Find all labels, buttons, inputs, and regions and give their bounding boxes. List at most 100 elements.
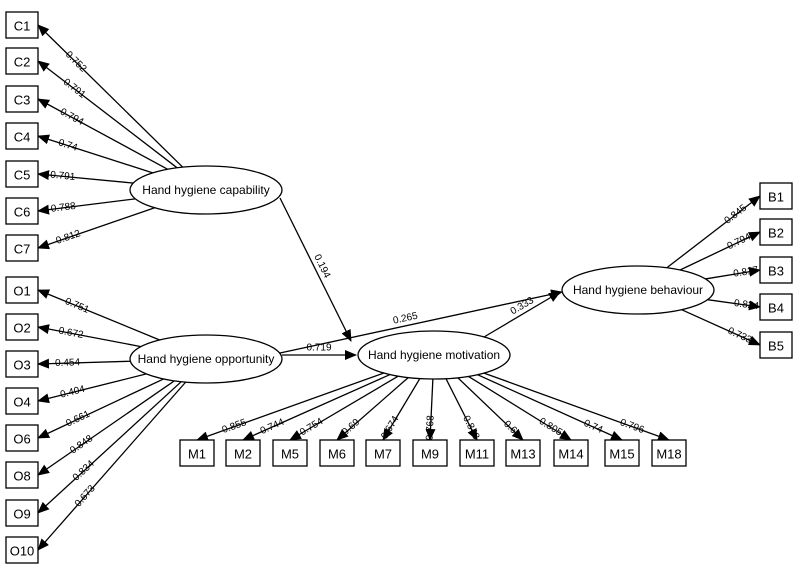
indicator-box-m1 (179, 439, 215, 467)
indicator-label-o8: O8 (13, 469, 30, 484)
indicator-label-m9: M9 (421, 447, 439, 462)
loading-arrow-b1 (666, 195, 761, 269)
loading-arrow-c2 (37, 60, 178, 169)
indicator-b3: B3 (759, 256, 793, 284)
indicator-b5: B5 (759, 331, 793, 359)
loading-arrow-b4 (707, 299, 761, 311)
latent-behaviour-label: Hand hygiene behaviour (573, 283, 703, 297)
loading-arrow-m18 (483, 372, 670, 441)
indicator-o8: O8 (5, 461, 39, 489)
indicator-o10: O10 (5, 536, 39, 564)
loading-arrow-o1 (37, 289, 160, 341)
loading-arrow-o10 (37, 381, 187, 551)
indicator-b2: B2 (759, 218, 793, 246)
indicator-label-o4: O4 (13, 395, 30, 410)
loading-arrow-c3 (37, 98, 169, 170)
indicator-c7: C7 (5, 234, 39, 262)
indicator-o2: O2 (5, 313, 39, 341)
latent-behaviour: Hand hygiene behaviour (561, 265, 715, 315)
loading-arrow-m9 (425, 378, 436, 441)
loading-arrow-c7 (37, 207, 155, 250)
indicator-label-o10: O10 (10, 544, 35, 559)
indicator-label-m2: M2 (234, 447, 252, 462)
indicator-label-b4: B4 (768, 301, 784, 316)
indicator-box-c1 (5, 11, 39, 39)
loading-arrow-m6 (336, 377, 409, 441)
indicator-c2: C2 (5, 47, 39, 75)
indicator-m15: M15 (604, 439, 640, 467)
indicator-label-o1: O1 (13, 284, 30, 299)
latent-opportunity: Hand hygiene opportunity (129, 334, 283, 384)
indicator-box-o2 (5, 313, 39, 341)
indicator-m5: M5 (272, 439, 308, 467)
loading-arrow-m14 (468, 375, 572, 441)
indicator-label-m13: M13 (510, 447, 535, 462)
loading-arrow-m13 (457, 377, 524, 441)
indicator-box-o8 (5, 461, 39, 489)
indicator-box-o9 (5, 499, 39, 527)
indicator-c5: C5 (5, 160, 39, 188)
indicator-m9: M9 (412, 439, 448, 467)
loading-arrow-m11 (445, 378, 478, 441)
latent-motivation: Hand hygiene motivation (357, 330, 511, 380)
loading-label-b3: 0.817 (733, 265, 760, 280)
indicator-box-c2 (5, 47, 39, 75)
latent-motivation-label: Hand hygiene motivation (368, 348, 500, 362)
loading-label-c4: 0.74 (57, 137, 79, 154)
loading-arrow-c6 (37, 198, 136, 215)
indicator-box-m11 (459, 439, 495, 467)
indicator-m14: M14 (553, 439, 589, 467)
indicator-box-o6 (5, 424, 39, 452)
loading-label-m14: 0.805 (537, 416, 564, 439)
latent-behaviour-ellipse (561, 265, 715, 315)
latent-capability-label: Hand hygiene capability (142, 183, 269, 197)
loading-arrow-c1 (37, 24, 184, 168)
path-arrow-motivation-to-behaviour (483, 291, 561, 338)
loading-arrow-o8 (37, 380, 175, 476)
indicator-box-c7 (5, 234, 39, 262)
indicator-label-o9: O9 (13, 507, 30, 522)
indicator-box-m18 (651, 439, 687, 467)
indicator-label-b1: B1 (768, 190, 784, 205)
indicator-o3: O3 (5, 350, 39, 378)
indicator-box-o10 (5, 536, 39, 564)
loading-label-m7: 0.674 (379, 414, 402, 441)
indicator-box-o3 (5, 350, 39, 378)
loading-arrow-b2 (679, 231, 761, 271)
indicator-label-m15: M15 (609, 447, 634, 462)
latent-capability-ellipse (129, 165, 283, 215)
indicator-label-o2: O2 (13, 321, 30, 336)
path-coef-opportunity-to-motivation: 0.719 (306, 343, 331, 354)
indicator-m6: M6 (319, 439, 355, 467)
loading-arrow-m15 (477, 374, 623, 441)
indicator-label-o3: O3 (13, 358, 30, 373)
loading-arrow-o4 (37, 373, 147, 404)
indicator-label-c7: C7 (14, 242, 31, 257)
loading-arrow-m7 (382, 378, 421, 441)
loading-label-b1: 0.845 (722, 202, 749, 226)
path-arrow-opportunity-to-behaviour (279, 289, 563, 354)
loading-arrow-o2 (37, 324, 142, 348)
indicator-b1: B1 (759, 182, 793, 210)
loading-label-o2: 0.672 (58, 326, 85, 342)
indicator-b4: B4 (759, 293, 793, 321)
loading-label-c6: 0.788 (50, 201, 77, 215)
loading-arrow-c5 (37, 170, 134, 184)
indicator-m13: M13 (505, 439, 541, 467)
indicator-m18: M18 (651, 439, 687, 467)
loading-label-b5: 0.733 (726, 326, 754, 347)
loading-label-o3: 0.454 (55, 357, 81, 369)
indicator-o9: O9 (5, 499, 39, 527)
indicator-label-c1: C1 (14, 19, 31, 34)
loading-label-o4: 0.404 (59, 384, 86, 401)
indicator-c3: C3 (5, 85, 39, 113)
indicator-box-c5 (5, 160, 39, 188)
loading-arrow-b5 (681, 309, 761, 346)
indicator-label-m11: M11 (465, 447, 489, 462)
indicator-m2: M2 (225, 439, 261, 467)
indicator-label-m7: M7 (374, 447, 392, 462)
indicator-box-b4 (759, 293, 793, 321)
indicator-m7: M7 (365, 439, 401, 467)
indicator-box-o1 (5, 276, 39, 304)
